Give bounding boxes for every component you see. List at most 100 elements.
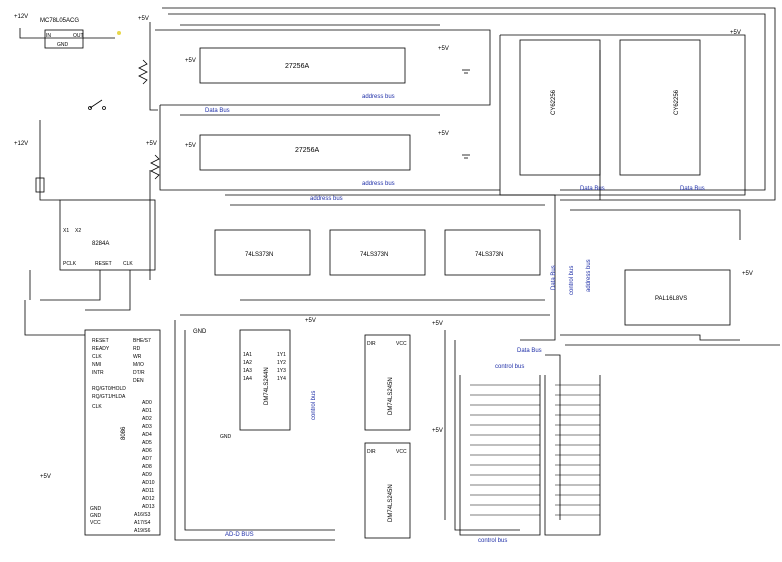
- ram2-chip: CY62256: [619, 39, 701, 176]
- buffer-label: DM74LS244N: [264, 367, 270, 405]
- svg-text:VCC: VCC: [90, 520, 101, 526]
- svg-text:1Y1: 1Y1: [277, 352, 286, 358]
- svg-text:1A3: 1A3: [243, 368, 252, 374]
- svg-text:VCC: VCC: [396, 449, 407, 455]
- svg-text:1Y3: 1Y3: [277, 368, 286, 374]
- svg-text:A16/S3: A16/S3: [134, 512, 151, 518]
- svg-text:AD0: AD0: [142, 400, 152, 406]
- svg-text:AD3: AD3: [142, 424, 152, 430]
- svg-text:AD4: AD4: [142, 432, 152, 438]
- data-bus-label-4: Data Bus: [551, 265, 557, 290]
- svg-text:INTR: INTR: [92, 370, 104, 376]
- ram2-label: CY62256: [674, 89, 680, 115]
- svg-text:AD2: AD2: [142, 416, 152, 422]
- svg-text:CLK: CLK: [92, 404, 102, 410]
- data-bus-label-5: Data Bus: [517, 348, 542, 354]
- resistor-1: [138, 59, 148, 85]
- svg-text:NMI: NMI: [92, 362, 101, 368]
- xcvr1-chip: DM74LS245N DIR VCC: [364, 334, 411, 431]
- clock-chip: 8284A X1 X2 PCLK RESET CLK: [59, 199, 156, 271]
- rom1-chip: 27256A: [199, 47, 406, 84]
- plus5-label-2: +5V: [146, 141, 157, 147]
- svg-text:AD7: AD7: [142, 456, 152, 462]
- reset-switch: [88, 99, 106, 110]
- svg-text:WR: WR: [133, 354, 142, 360]
- plus5-label-rom2: +5V: [185, 143, 196, 149]
- svg-text:PCLK: PCLK: [63, 261, 77, 267]
- crystal: [35, 177, 45, 193]
- data-bus-label-1: Data Bus: [205, 108, 230, 114]
- plus5-label-ram: +5V: [730, 30, 741, 36]
- svg-text:BHE/S7: BHE/S7: [133, 338, 151, 344]
- svg-text:GND: GND: [57, 42, 69, 48]
- plus5-label-x1: +5V: [432, 321, 443, 327]
- plus5-label-rom2r: +5V: [438, 131, 449, 137]
- xcvr2-label: DM74LS245N: [388, 484, 394, 522]
- gnd-label-buf: GND: [193, 329, 207, 335]
- rom2-chip: 27256A: [199, 134, 411, 171]
- latch3-chip: 74LS373N: [444, 229, 541, 276]
- svg-text:GND: GND: [90, 513, 102, 519]
- plus5-label-buf: +5V: [305, 318, 316, 324]
- svg-text:RESET: RESET: [95, 261, 112, 267]
- vin-label: +12V: [14, 14, 28, 20]
- svg-text:CLK: CLK: [123, 261, 133, 267]
- svg-text:DEN: DEN: [133, 378, 144, 384]
- plus5-label-cpu: +5V: [40, 474, 51, 480]
- svg-text:AD6: AD6: [142, 448, 152, 454]
- svg-text:AD5: AD5: [142, 440, 152, 446]
- pal-label: PAL16L8VS: [655, 296, 687, 302]
- control-bus-label-1: control bus: [569, 266, 575, 295]
- latch2-chip: 74LS373N: [329, 229, 426, 276]
- junction-dot: [117, 31, 121, 35]
- clock-label: 8284A: [92, 241, 109, 247]
- ram1-chip: CY62256: [519, 39, 601, 176]
- svg-text:RQ/GT1/HLDA: RQ/GT1/HLDA: [92, 394, 126, 400]
- cpu-label: 8086: [121, 426, 127, 440]
- control-bus-left: [470, 384, 540, 516]
- control-bus-label-2: control bus: [311, 391, 317, 420]
- svg-text:RD: RD: [133, 346, 141, 352]
- svg-text:DIR: DIR: [367, 341, 376, 347]
- data-bus-label-2: Data Bus: [580, 186, 605, 192]
- address-bus-label-4: address bus: [586, 259, 592, 292]
- address-bus-label-1: address bus: [362, 94, 395, 100]
- resistor-2: [150, 154, 160, 180]
- plus5-label-1: +5V: [138, 16, 149, 22]
- svg-text:VCC: VCC: [396, 341, 407, 347]
- address-bus-label-3: address bus: [310, 196, 343, 202]
- buffer-chip: DM74LS244N 1A1 1A2 1A3 1A4 1Y1 1Y2 1Y3 1…: [220, 329, 291, 440]
- regulator-label: MC78L05ACG: [40, 18, 79, 24]
- svg-text:GND: GND: [90, 506, 102, 512]
- latch1-chip: 74LS373N: [214, 229, 311, 276]
- svg-text:AD11: AD11: [142, 488, 154, 494]
- plus5-label-pal: +5V: [742, 271, 753, 277]
- control-bus-right: [555, 384, 600, 516]
- ad-bus-label: AD-D BUS: [225, 532, 254, 538]
- wires: [19, 7, 780, 541]
- svg-text:AD10: AD10: [142, 480, 155, 486]
- xcvr2-chip: DM74LS245N DIR VCC: [364, 442, 411, 539]
- regulator: MC78L05ACG IN OUT GND: [40, 18, 84, 49]
- svg-text:RQ/GT0/HOLD: RQ/GT0/HOLD: [92, 386, 126, 392]
- ram1-label: CY62256: [551, 89, 557, 115]
- svg-text:READY: READY: [92, 346, 110, 352]
- latch3-label: 74LS373N: [475, 252, 503, 258]
- svg-text:X1: X1: [63, 228, 69, 234]
- latch2-label: 74LS373N: [360, 252, 388, 258]
- rom1-label: 27256A: [285, 63, 309, 70]
- svg-text:M/IO: M/IO: [133, 362, 144, 368]
- svg-text:A17/S4: A17/S4: [134, 520, 151, 526]
- svg-text:DT/R: DT/R: [133, 370, 145, 376]
- svg-text:1A4: 1A4: [243, 376, 252, 382]
- svg-text:CLK: CLK: [92, 354, 102, 360]
- svg-text:AD12: AD12: [142, 496, 155, 502]
- svg-text:AD1: AD1: [142, 408, 152, 414]
- svg-text:1Y2: 1Y2: [277, 360, 286, 366]
- plus5-label-rom1r: +5V: [438, 46, 449, 52]
- vin-label-2: +12V: [14, 141, 28, 147]
- svg-text:A19/S6: A19/S6: [134, 528, 151, 534]
- plus5-label-x2: +5V: [432, 428, 443, 434]
- svg-text:IN: IN: [46, 33, 51, 39]
